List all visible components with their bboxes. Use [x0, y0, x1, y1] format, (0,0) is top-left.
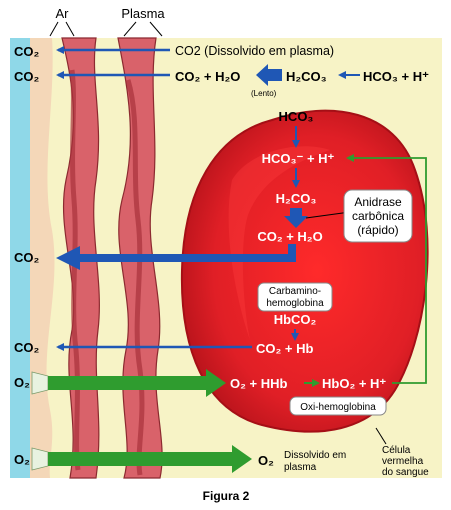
plasma-pointer-left [123, 21, 137, 37]
enzyme-line2: carbônica [352, 209, 404, 223]
air-label: Ar [56, 6, 70, 21]
enzyme-pointer [305, 211, 351, 219]
carbamino-callout [257, 282, 333, 312]
rbc-line2: vermelha [382, 456, 424, 467]
cell-hco3-h: HCO₃⁻ + H⁺ [262, 151, 335, 166]
rbc-pointer [375, 427, 387, 445]
o2-dissolved-line2: plasma [284, 462, 317, 473]
cell-o2-out: O₂ [258, 453, 274, 468]
co2-label-row4: CO₂ [14, 340, 40, 355]
carbamino-line1: Carbamino- [269, 286, 321, 297]
carbamino-line2: hemoglobina [266, 298, 324, 309]
air-pointer-right [65, 21, 75, 37]
enzyme-callout [343, 189, 413, 243]
co2-main-exit-arrow [56, 244, 296, 270]
enzyme-line3: (rápido) [357, 223, 398, 237]
fast-reaction-arrow [284, 208, 308, 228]
slow-label: (Lento) [251, 89, 277, 98]
slow-reaction-arrow [256, 64, 282, 86]
o2-source-funnel-2 [31, 447, 49, 471]
o2-dissolved-arrow [48, 445, 252, 473]
cell-hbo2-h: HbO₂ + H⁺ [322, 376, 386, 391]
air-pointer-left [49, 21, 59, 37]
plasma-hco3-in: HCO₃ [279, 109, 314, 124]
co2-label-row1: CO₂ [14, 44, 40, 59]
oxyhb-callout [289, 396, 387, 416]
cell-hbco2: HbCO₂ [274, 312, 317, 327]
cell-co2-hb: CO₂ + Hb [256, 341, 313, 356]
red-blood-cell-shading [228, 146, 330, 340]
o2-source-funnel-1 [31, 371, 49, 395]
o2-label-row1: O₂ [14, 375, 30, 390]
hydrogen-return-path [346, 154, 427, 384]
o2-cell-entry-arrow [48, 369, 226, 397]
co2-label-row3: CO₂ [14, 250, 40, 265]
cell-co2-h2o: CO₂ + H₂O [257, 229, 322, 244]
plasma-h2co3: H₂CO₃ [286, 69, 327, 84]
cell-o2-hhb: O₂ + HHb [230, 376, 287, 391]
air-zone [10, 38, 32, 478]
rbc-line3: do sangue [382, 467, 429, 478]
co2-label-row2: CO₂ [14, 69, 40, 84]
figure-caption: Figura 2 [203, 489, 250, 503]
plasma-label: Plasma [121, 6, 165, 21]
rbc-line1: Célula [382, 445, 411, 456]
oxyhb-label: Oxi-hemoglobina [300, 402, 376, 413]
plasma-co2-h2o: CO₂ + H₂O [175, 69, 240, 84]
enzyme-line1: Anidrase [354, 195, 402, 209]
o2-label-row2: O₂ [14, 452, 30, 467]
plasma-hco3-h: HCO₃ + H⁺ [363, 69, 429, 84]
plasma-pointer-right [149, 21, 163, 37]
co2-dissolved-label: CO2 (Dissolvido em plasma) [175, 44, 334, 58]
cell-h2co3: H₂CO₃ [276, 191, 317, 206]
o2-dissolved-line1: Dissolvido em [284, 450, 346, 461]
